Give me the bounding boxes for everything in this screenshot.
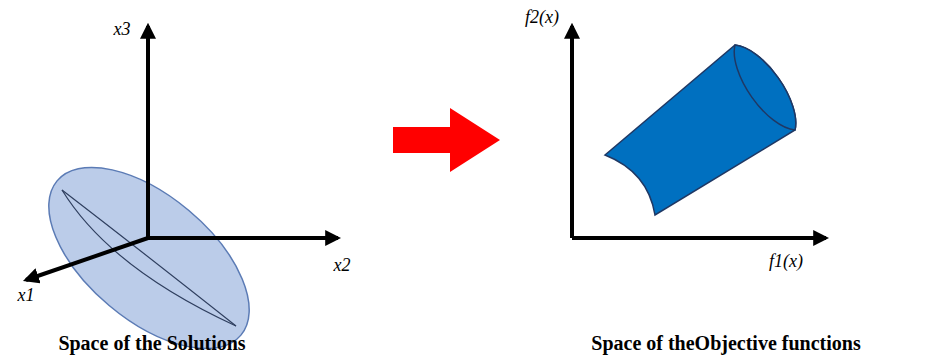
axes-2d [572,26,826,238]
axis-label: f1(x) [769,252,803,272]
axis-label: x2 [334,256,351,276]
axis-label: f2(x) [525,8,559,28]
axis-label: x1 [18,286,35,306]
objective-cylinder [605,45,796,215]
space-caption: Space of theObjective functions [591,332,860,354]
axis-label: x3 [114,20,131,40]
mapping-arrow [393,108,500,172]
space-caption: Space of the Solutions [58,332,245,354]
axes-3d [26,26,338,280]
